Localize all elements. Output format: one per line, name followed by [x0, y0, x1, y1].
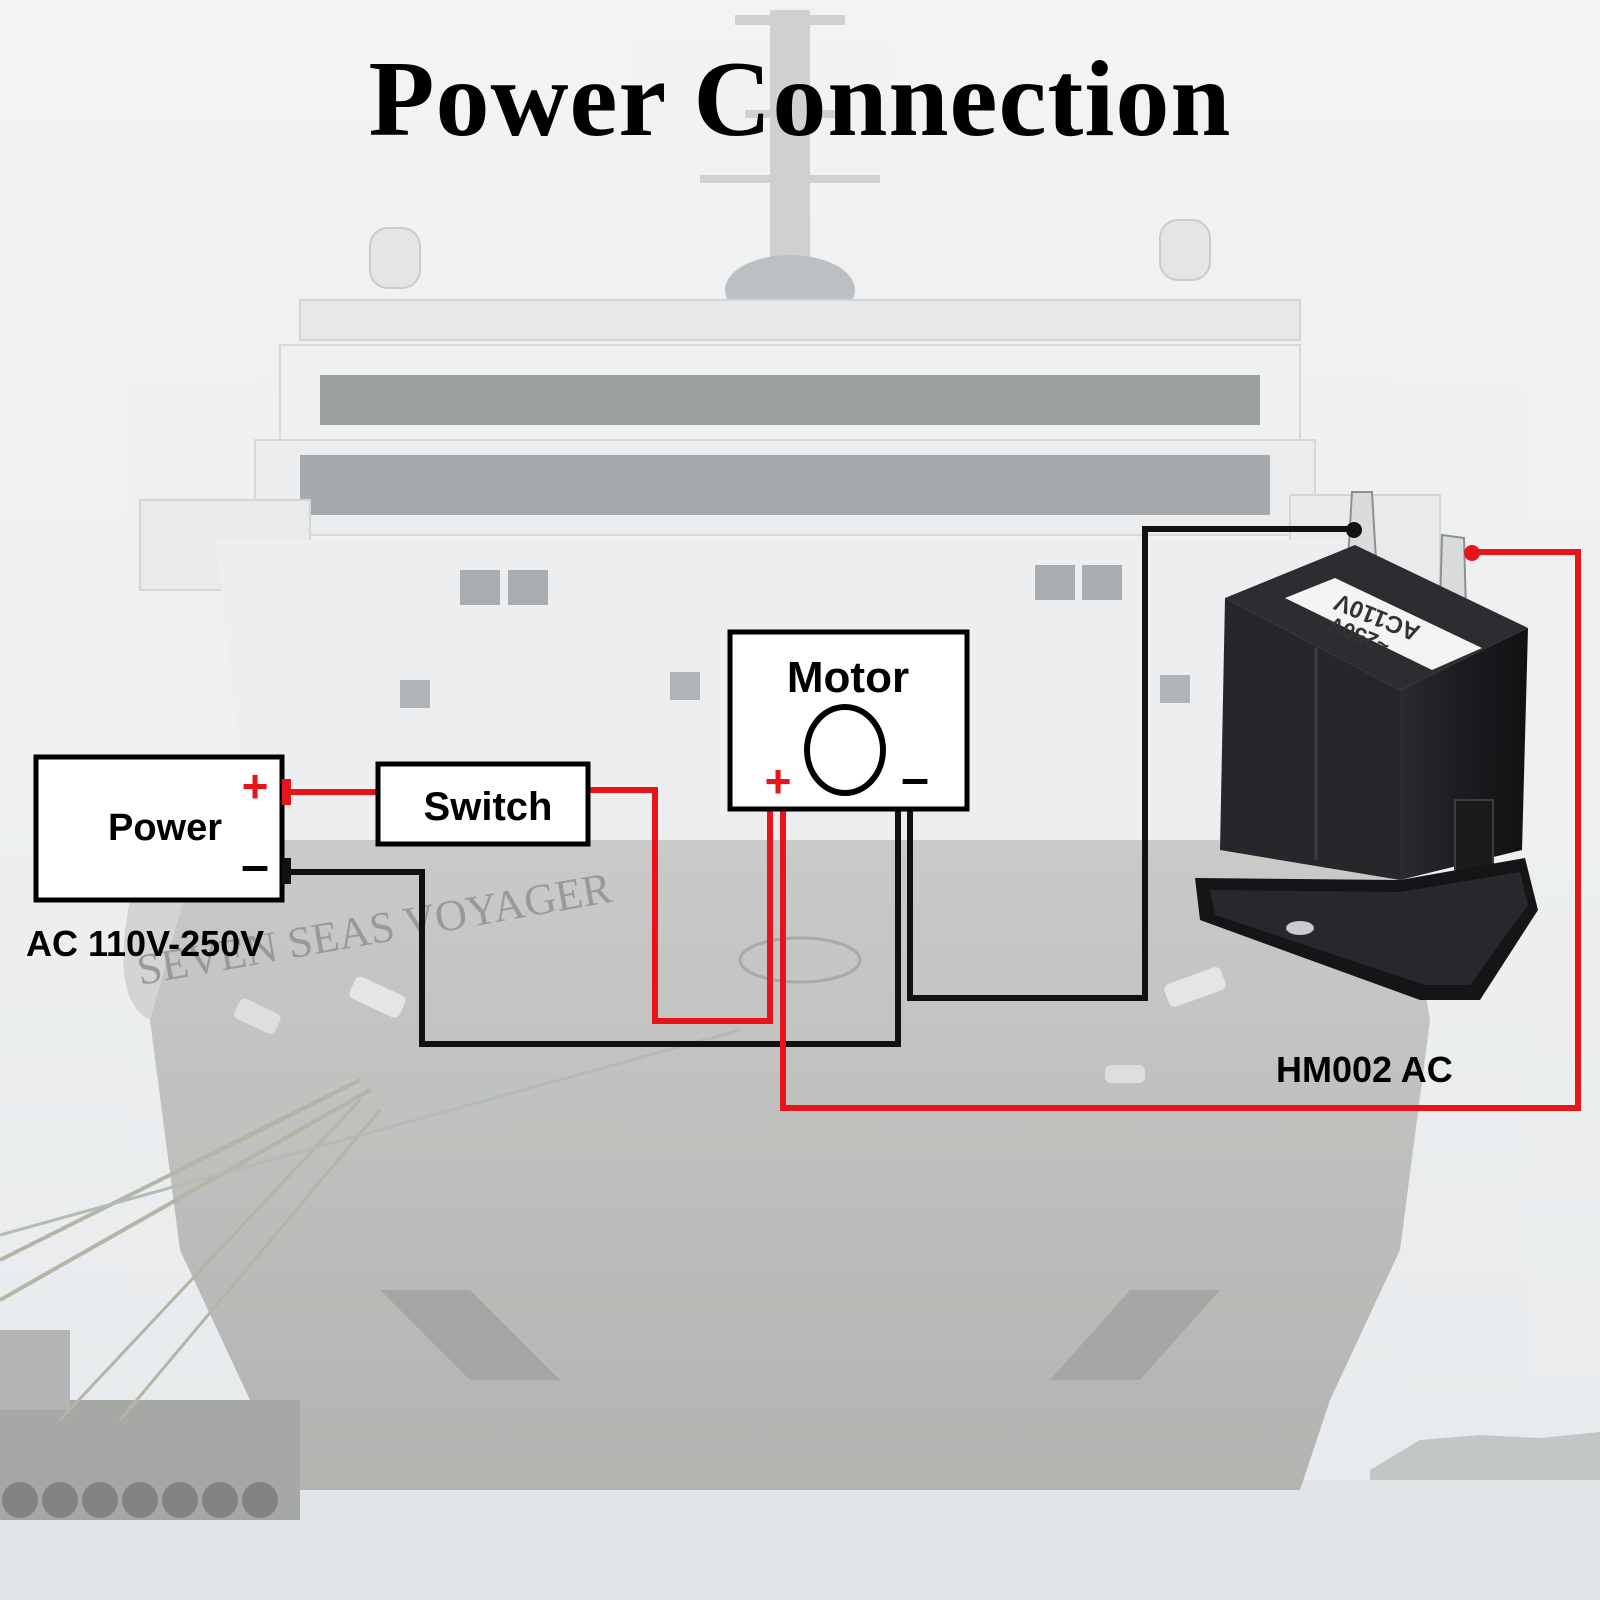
- wire-motor-minus-to-meter: [907, 526, 1352, 1001]
- power-supply: Power + –: [33, 754, 291, 903]
- motor-plus-terminal: +: [765, 755, 792, 807]
- power-plus-terminal: +: [242, 760, 269, 812]
- wire-power-minus-to-motor-minus: [284, 810, 901, 1047]
- power-minus-lug: [282, 858, 291, 884]
- switch: Switch: [375, 761, 591, 847]
- motor-symbol: [804, 704, 886, 796]
- power-label: Power: [108, 807, 222, 849]
- motor-label: Motor: [787, 653, 909, 702]
- power-plus-lug: [282, 779, 291, 805]
- switch-label: Switch: [424, 785, 553, 829]
- motor: Motor + –: [727, 629, 970, 812]
- power-minus-terminal: –: [241, 837, 269, 893]
- hm002-hour-meter: AC110V ~250V: [1195, 491, 1538, 1000]
- meter-negative-dot: [1346, 522, 1362, 538]
- power-spec-label: AC 110V-250V: [26, 923, 264, 964]
- meter-positive-dot: [1464, 545, 1480, 561]
- wire-switch-to-motor-plus: [590, 787, 773, 1024]
- negative-wires: [284, 526, 1352, 1047]
- page-title: Power Connection: [368, 40, 1232, 159]
- motor-minus-terminal: –: [901, 750, 929, 806]
- wire-motor-plus-to-meter: [780, 549, 1581, 1111]
- meter-sticker: [1285, 578, 1482, 670]
- positive-wires: [290, 549, 1581, 1111]
- meter-label: HM002 AC: [1276, 1049, 1453, 1090]
